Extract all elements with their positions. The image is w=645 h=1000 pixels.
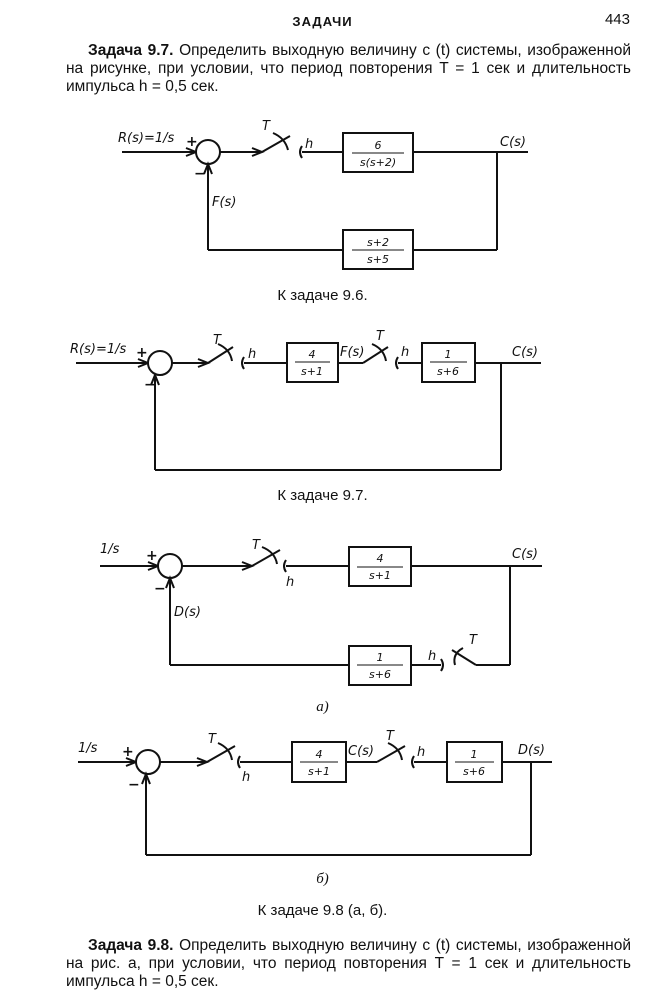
- hold-mark: [283, 559, 287, 573]
- block-numerator: 1: [471, 748, 478, 761]
- block-numerator: 1: [377, 651, 384, 664]
- fig-9-8b-lines: [78, 741, 552, 856]
- plus-sign: +: [146, 548, 158, 564]
- hold-label: h: [248, 347, 256, 362]
- input-label: 1/s: [78, 741, 98, 756]
- page-number: 443: [604, 11, 630, 28]
- input-label: R(s)=1/s: [70, 342, 126, 357]
- block-numerator: 1: [445, 348, 452, 361]
- sampler-switch: [362, 346, 389, 364]
- output-label: C(s): [500, 135, 526, 150]
- minus-sign: −: [154, 581, 166, 597]
- plus-sign: +: [136, 345, 148, 361]
- sampler-arc: [371, 343, 387, 362]
- figure-caption: К задаче 9.7.: [277, 487, 368, 504]
- block-numerator: s+2: [367, 236, 389, 249]
- block-numerator: 4: [316, 748, 323, 761]
- sampler-arc: [272, 132, 289, 151]
- problem-line-1: Задача 9.7. Определить выходную величину…: [66, 42, 631, 60]
- hold-label: h: [286, 575, 294, 590]
- problem-label: Задача 9.8.: [88, 937, 174, 954]
- figure-subcaption: a): [316, 699, 329, 715]
- problem-line-1: Задача 9.8. Определить выходную величину…: [66, 937, 631, 955]
- block-numerator: 4: [309, 348, 316, 361]
- block-denominator: s+1: [301, 365, 323, 378]
- hold-label: h: [401, 345, 409, 360]
- block-denominator: s+6: [369, 668, 391, 681]
- figure-caption: К задаче 9.6.: [277, 287, 368, 304]
- problem-line-3: импульса h = 0,5 сек.: [66, 973, 219, 990]
- fig-9-8a-lines: [100, 546, 542, 686]
- sampler-period-label: T: [208, 732, 217, 747]
- sampler-period-label: T: [469, 633, 478, 648]
- problem-line-3: импульса h = 0,5 сек.: [66, 78, 219, 95]
- sampler-arc: [387, 742, 403, 761]
- input-label: R(s)=1/s: [118, 131, 174, 146]
- fig-9-6-lines: [122, 132, 528, 270]
- sampler-period-label: T: [213, 333, 222, 348]
- hold-label: h: [428, 649, 436, 664]
- minus-sign: −: [128, 777, 140, 793]
- minus-sign: −: [194, 166, 206, 182]
- block-numerator: 4: [377, 552, 384, 565]
- sampler-arc: [217, 343, 233, 362]
- block-denominator: s+6: [463, 765, 485, 778]
- input-label: 1/s: [100, 542, 120, 557]
- hold-mark: [395, 356, 399, 370]
- sampler-switch: [207, 346, 234, 364]
- summing-junction: [135, 749, 161, 775]
- problem-line-2: на рис. а, при условии, что период повто…: [66, 955, 631, 972]
- sampler-arc: [217, 742, 233, 761]
- problem-line-2: на рисунке, при условии, что период повт…: [66, 60, 631, 77]
- fig-9-7-lines: [76, 342, 541, 471]
- sampler-period-label: T: [252, 538, 261, 553]
- hold-label: h: [242, 770, 250, 785]
- problem-9-8-text: Задача 9.8. Определить выходную величину…: [66, 937, 631, 991]
- sampler-period-label: T: [376, 329, 385, 344]
- hold-mark: [241, 356, 245, 370]
- sampler-arc: [453, 647, 464, 666]
- problem-label: Задача 9.7.: [88, 42, 174, 59]
- feedback-label: D(s): [174, 605, 201, 620]
- block-denominator: s+5: [367, 253, 389, 266]
- hold-mark: [440, 658, 444, 672]
- problem-text: Определить выходную величину c (t) систе…: [179, 937, 631, 954]
- hold-mark: [299, 145, 303, 159]
- hold-label: h: [417, 745, 425, 760]
- problem-9-7-text: Задача 9.7. Определить выходную величину…: [66, 42, 631, 96]
- plus-sign: +: [122, 744, 134, 760]
- figure-caption: К задаче 9.8 (а, б).: [257, 902, 388, 919]
- sampler-switch: [261, 135, 291, 153]
- mid-signal-label: C(s): [348, 744, 374, 759]
- running-head: ЗАДАЧИ: [292, 14, 353, 29]
- hold-mark: [237, 755, 241, 769]
- figure-subcaption: б): [316, 871, 329, 887]
- plus-sign: +: [186, 134, 198, 150]
- sampler-period-label: T: [386, 729, 395, 744]
- hold-mark: [411, 755, 415, 769]
- block-denominator: s(s+2): [360, 156, 396, 169]
- sampler-switch: [206, 745, 236, 763]
- minus-sign: −: [144, 377, 156, 393]
- block-denominator: s+1: [308, 765, 330, 778]
- sampler-switch: [251, 549, 281, 567]
- hold-label: h: [305, 137, 313, 152]
- block-denominator: s+6: [437, 365, 459, 378]
- problem-text: Определить выходную величину c (t) систе…: [179, 42, 631, 59]
- block-numerator: 6: [375, 139, 382, 152]
- mid-signal-label: F(s): [340, 345, 364, 360]
- feedback-label: F(s): [212, 195, 236, 210]
- output-label: C(s): [512, 345, 538, 360]
- sampler-period-label: T: [262, 119, 271, 134]
- sampler-arc: [261, 546, 278, 565]
- output-label: D(s): [518, 743, 545, 758]
- sampler-switch: [376, 745, 406, 763]
- block-denominator: s+1: [369, 569, 391, 582]
- output-label: C(s): [512, 547, 538, 562]
